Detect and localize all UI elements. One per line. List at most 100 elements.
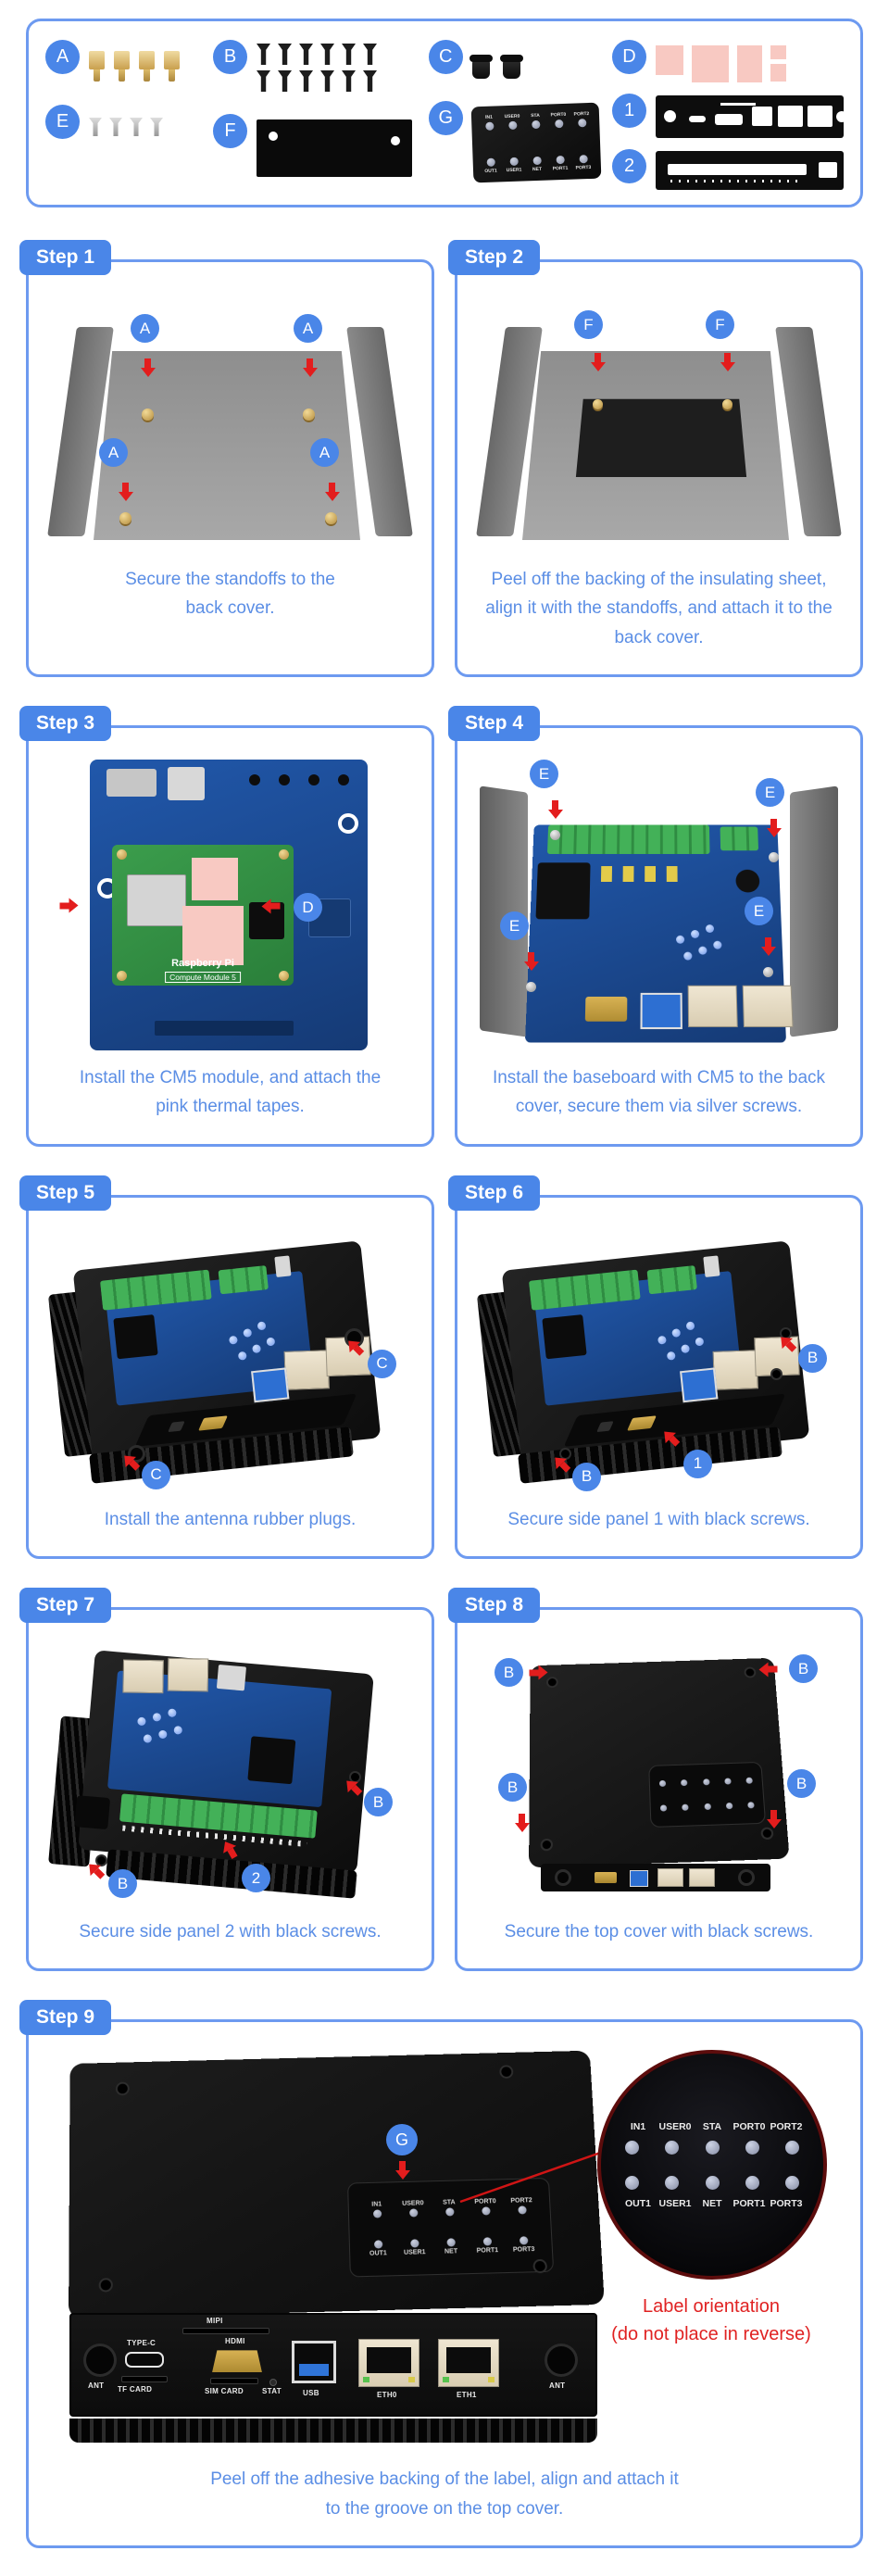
step-3-tag: Step 3 (19, 706, 112, 742)
terminal-block (218, 1264, 269, 1295)
led-dot (408, 2208, 418, 2218)
led-dot (725, 1803, 733, 1810)
led-cell: PORT3 (572, 155, 594, 171)
led-pin (713, 940, 722, 949)
parts-box: A E B F (26, 19, 863, 207)
red-arrow (122, 483, 129, 492)
part-insulating-sheet: F (213, 114, 429, 177)
led-pin (698, 946, 707, 955)
stat-led (269, 2379, 277, 2387)
led-label: USER0 (504, 113, 520, 120)
step-5-caption: Install the antenna rubber plugs. (104, 1509, 357, 1529)
led-label: STA (702, 2120, 722, 2132)
part-marker-g: G (428, 101, 463, 135)
led-dot (485, 157, 495, 167)
connector-row (155, 1021, 294, 1037)
panel-cutout (752, 107, 772, 126)
step-1-panel: Step 1 A A A A Secure the standoffs to t… (19, 240, 434, 678)
silver-screw (89, 118, 102, 136)
type-c-port (596, 1420, 614, 1432)
button (279, 774, 290, 786)
led-pin (681, 1343, 691, 1353)
step-3-panel: Step 3 (19, 706, 434, 1147)
red-arrow (595, 353, 601, 362)
eth1-port (438, 2339, 499, 2388)
callout-marker: C (142, 1460, 170, 1489)
callout-marker: 2 (242, 1864, 270, 1893)
step-3-caption: Install the CM5 module, and attach the p… (79, 1068, 382, 1117)
callout-marker: D (294, 893, 322, 923)
part-marker-b: B (213, 40, 248, 74)
cover-screw (100, 2280, 111, 2292)
thermal-tapes-graphic (656, 45, 786, 82)
thermal-tape (737, 45, 762, 82)
black-screw (299, 44, 314, 65)
led-pin (671, 1327, 682, 1338)
terminal-block (546, 824, 710, 855)
led-label: USER1 (403, 2249, 426, 2257)
led-label: IN1 (371, 2201, 382, 2209)
black-screw (320, 70, 335, 92)
eth-led-yellow (488, 2377, 495, 2383)
part-black-screws: B (213, 40, 429, 92)
step-7-caption: Secure side panel 2 with black screws. (79, 1922, 382, 1942)
callout-marker: B (364, 1788, 393, 1817)
led-dot (409, 2239, 419, 2248)
black-screw (320, 44, 335, 65)
rj45-port (167, 1657, 209, 1692)
led-pin (683, 951, 693, 961)
steps-grid: Step 1 A A A A Secure the standoffs to t… (19, 240, 863, 2549)
port-label: ANT (88, 2381, 105, 2391)
led-cell: IN1 (360, 2202, 394, 2219)
led-pin (157, 1729, 168, 1740)
led-dot (625, 2140, 639, 2155)
relay (247, 1736, 296, 1785)
red-arrow (529, 1669, 539, 1677)
inset-dots-bottom (625, 2175, 799, 2190)
callout-marker: B (498, 1773, 527, 1803)
callout-marker: E (500, 911, 529, 941)
led-label: PORT1 (732, 2197, 766, 2209)
black-screw (278, 70, 293, 92)
sd-slot (106, 769, 157, 798)
sheet-hole (269, 132, 279, 141)
red-arrow (552, 800, 558, 810)
callout-marker: B (108, 1869, 137, 1899)
front-panel: ANT TYPE-C TF CARD MIPI HDMI SIM CARD ST… (69, 2313, 597, 2418)
usb-stack (216, 1664, 247, 1691)
led-dot (659, 1804, 668, 1812)
insulating-sheet (575, 398, 747, 477)
step-6-panel: Step 6 (448, 1175, 863, 1560)
port-label: MIPI (207, 2317, 223, 2326)
led-dot (682, 1803, 689, 1811)
callout-marker: E (530, 760, 558, 789)
buzzer (735, 869, 760, 893)
top-cover: IN1 USER0 STA PORT0 PORT2 OUT1 USER1 NET… (69, 2051, 605, 2319)
red-arrow (770, 819, 777, 829)
led-label: IN1 (630, 2120, 646, 2132)
rj45-port (657, 1868, 683, 1888)
black-screw (363, 44, 378, 65)
baseboard-in-cover (524, 824, 794, 1043)
led-label: PORT2 (573, 110, 590, 118)
panel-cutout (808, 106, 833, 127)
front-panel (541, 1864, 770, 1892)
led-cell: IN1 (479, 114, 500, 131)
terminal-block (99, 1269, 212, 1311)
dc-jack (74, 1795, 111, 1830)
mount-hole (338, 813, 358, 835)
led-cell: NET (433, 2238, 468, 2256)
red-arrow (765, 937, 771, 948)
led-cell: USER0 (396, 2201, 431, 2218)
step-4-caption: Install the baseboard with CM5 to the ba… (492, 1068, 826, 1117)
black-screw (299, 70, 314, 92)
led-dot (658, 1779, 667, 1788)
eth-led-yellow (408, 2377, 415, 2383)
label-orientation-note: Label orientation (do not place in rever… (579, 2293, 844, 2348)
step-5-tag: Step 5 (19, 1175, 112, 1211)
silver-screw (769, 852, 779, 863)
led-dot (665, 2175, 680, 2190)
standoff (593, 399, 603, 409)
led-dot (532, 156, 542, 166)
standoffs-graphic (89, 51, 180, 82)
